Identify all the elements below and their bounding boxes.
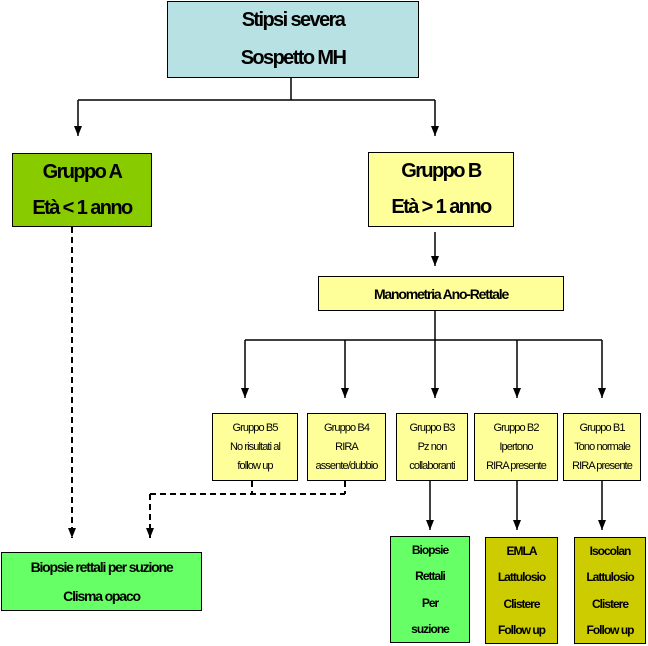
subgroup-b4-box: Gruppo B4 RIRA assente/dubbio xyxy=(307,413,386,481)
subgroup-line: RIRA presente xyxy=(486,459,547,472)
outcome-line: suzione xyxy=(411,621,450,636)
subgroup-line: RIRA xyxy=(335,440,359,453)
outcome-line: EMLA xyxy=(506,544,538,559)
subgroup-line: Gruppo B5 xyxy=(232,421,278,434)
root-line-1: Stipsi severa xyxy=(241,9,346,32)
outcome-line: Follow up xyxy=(586,622,635,637)
outcome-line: Lattulosio xyxy=(497,570,546,585)
outcome-line: Per xyxy=(421,595,439,610)
subgroup-b2-box: Gruppo B2 Ipertono RIRA presente xyxy=(474,413,558,481)
subgroup-line: follow up xyxy=(237,459,273,472)
root-box-stipsi-severa: Stipsi severa Sospetto MH xyxy=(167,1,419,78)
group-a-line-2: Età < 1 anno xyxy=(32,196,133,219)
subgroup-line: Ipertono xyxy=(499,440,533,453)
root-line-2: Sospetto MH xyxy=(240,46,347,69)
subgroup-line: Pz non xyxy=(417,440,448,453)
subgroup-line: collaboranti xyxy=(409,459,455,472)
group-b-line-2: Età > 1 anno xyxy=(391,196,492,219)
outcome-b3-box: Biopsie Rettali Per suzione xyxy=(390,536,470,643)
subgroup-line: Gruppo B3 xyxy=(409,421,455,434)
outcome-line: Clistere xyxy=(503,596,540,611)
biopsie-line-1: Biopsie rettali per suzione xyxy=(30,559,174,576)
outcome-b1-box: Isocolan Lattulosio Clistere Follow up xyxy=(574,537,646,644)
outcome-line: Lattulosio xyxy=(586,570,634,585)
manometria-box: Manometria Ano-Rettale xyxy=(318,276,564,311)
group-b-line-1: Gruppo B xyxy=(401,159,482,182)
subgroup-b1-box: Gruppo B1 Tono normale RIRA presente xyxy=(563,413,641,481)
subgroup-line: No risultati al xyxy=(229,440,281,453)
outcome-b2-box: EMLA Lattulosio Clistere Follow up xyxy=(485,537,558,644)
outcome-line: Clistere xyxy=(591,596,629,611)
group-b-box: Gruppo B Età > 1 anno xyxy=(368,152,514,227)
outcome-line: Rettali xyxy=(415,569,446,584)
subgroup-line: Tono normale xyxy=(574,440,631,453)
group-a-box: Gruppo A Età < 1 anno xyxy=(12,153,152,227)
subgroup-b3-box: Gruppo B3 Pz non collaboranti xyxy=(396,413,468,481)
group-a-line-1: Gruppo A xyxy=(42,160,123,183)
outcome-line: Isocolan xyxy=(589,544,632,559)
biopsie-line-2: Clisma opaco xyxy=(63,587,141,604)
subgroup-b5-box: Gruppo B5 No risultati al follow up xyxy=(212,413,298,481)
outcome-line: Biopsie xyxy=(411,543,449,558)
subgroup-line: RIRA presente xyxy=(572,459,633,472)
biopsie-clisma-box: Biopsie rettali per suzione Clisma opaco xyxy=(1,552,202,611)
outcome-line: Follow up xyxy=(498,622,546,637)
subgroup-line: Gruppo B1 xyxy=(579,421,625,434)
subgroup-line: Gruppo B2 xyxy=(493,421,539,434)
subgroup-line: assente/dubbio xyxy=(315,459,378,472)
manometria-label: Manometria Ano-Rettale xyxy=(373,285,509,302)
subgroup-line: Gruppo B4 xyxy=(323,421,370,434)
